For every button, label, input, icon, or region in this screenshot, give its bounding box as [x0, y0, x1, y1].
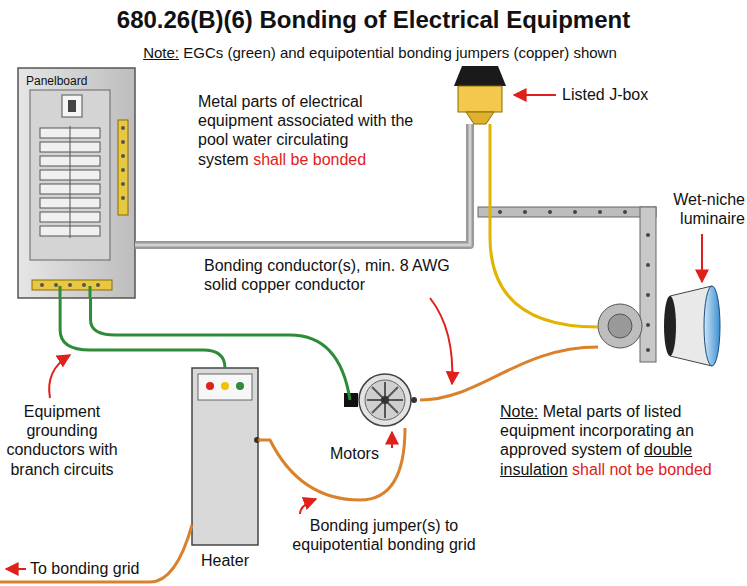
motor-drawing: [344, 374, 417, 426]
wet-niche-luminaire-drawing: [598, 286, 720, 366]
pool-pipe: [478, 207, 656, 362]
heater-drawing: [192, 368, 260, 545]
note-text: shall not be bonded: [572, 461, 712, 478]
flexible-cord: [490, 124, 598, 327]
node-label: Heater: [192, 551, 258, 570]
note-text: To bonding grid: [30, 560, 139, 577]
junction-box: [454, 66, 506, 124]
note-text: shall be bonded: [253, 151, 366, 168]
equipment-grounding-conductor: [60, 298, 225, 368]
callout-text: Note:EGCs (green) and equipotential bond…: [40, 44, 720, 62]
node-label: Panelboard: [26, 74, 126, 88]
bonding-jumper: [0, 525, 192, 582]
luminaire: Wet-niche luminaire: [598, 282, 722, 372]
node-label: Listed J-box: [562, 85, 692, 104]
panelboard-drawing: [18, 68, 135, 298]
node-label: Motors: [330, 444, 390, 463]
callout-text: To bonding grid: [30, 559, 160, 578]
note-text: Bonding conductor(s), min. 8 AWG solid c…: [204, 257, 450, 293]
callout-text: Bonding jumper(s) to equipotential bondi…: [286, 516, 482, 554]
node-label: Wet-niche luminaire: [665, 190, 745, 228]
note-text: Note:: [143, 44, 179, 61]
note-text: Note:: [500, 403, 538, 420]
bonding-jumper: [258, 428, 405, 500]
bonding-conductor: [420, 347, 598, 400]
callout-text: Bonding conductor(s), min. 8 AWG solid c…: [204, 256, 474, 294]
equipment-grounding-conductor: [91, 298, 350, 400]
motor: Motors: [350, 372, 420, 428]
junction-box: Listed J-box: [450, 66, 510, 124]
title: 680.26(B)(6) Bonding of Electrical Equip…: [0, 6, 747, 34]
callout-text: Note:Metal parts of listed equipment inc…: [500, 402, 740, 479]
panelboard: Panelboard: [18, 68, 135, 298]
callout-text: Metal parts of electrical equipment asso…: [198, 92, 434, 169]
callout-text: Equipment grounding conductors with bran…: [6, 402, 118, 479]
note-text: Equipment grounding conductors with bran…: [6, 403, 117, 478]
note-text: Bonding jumper(s) to equipotential bondi…: [292, 517, 475, 553]
callout-arrows: [6, 95, 702, 569]
note-text: EGCs (green) and equipotential bonding j…: [183, 44, 617, 61]
heater: Heater: [192, 368, 258, 545]
